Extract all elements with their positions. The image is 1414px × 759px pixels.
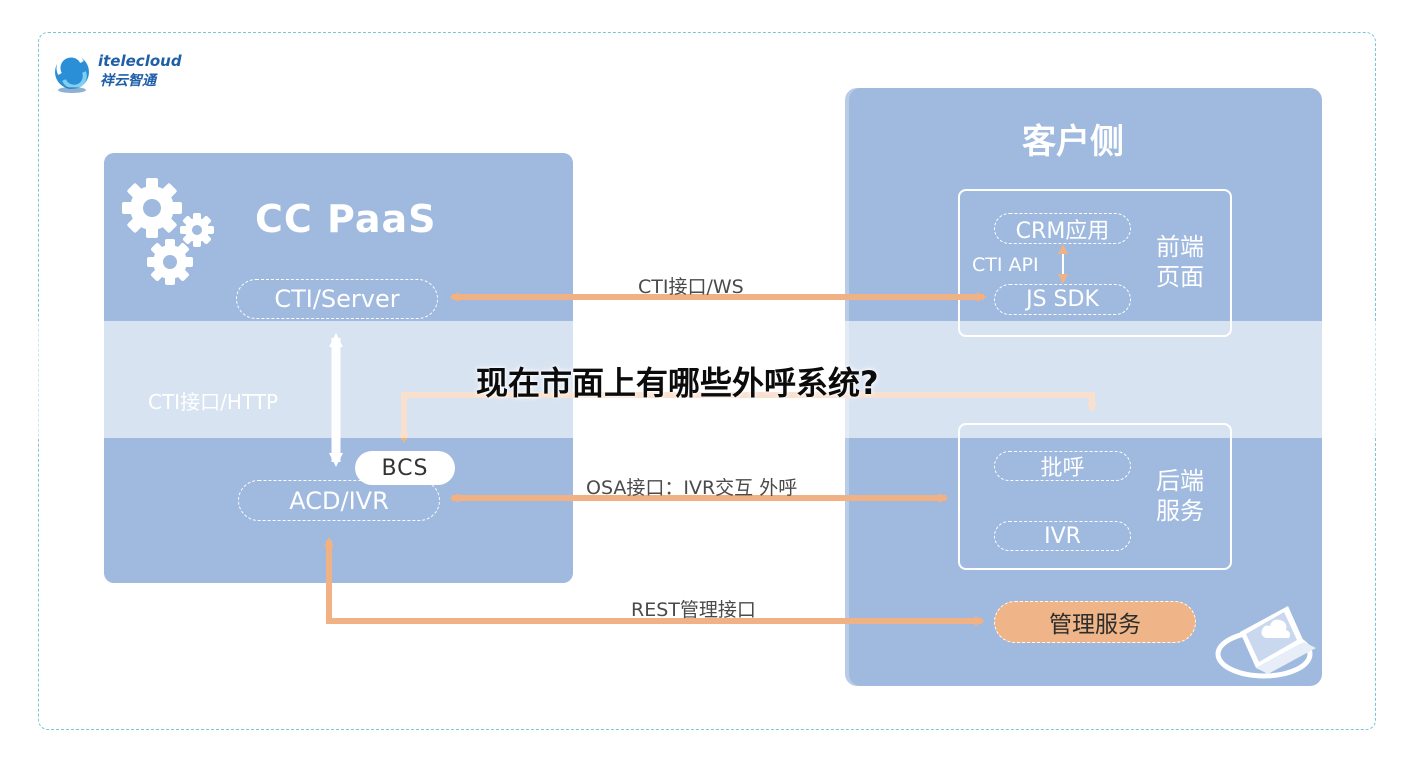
- batch-call-node: 批呼: [994, 451, 1131, 481]
- ivr-node: IVR: [994, 521, 1131, 551]
- rest-label: REST管理接口: [631, 599, 756, 621]
- backend-label: 后端 服务: [1156, 467, 1204, 525]
- osa-label: OSA接口：IVR交互 外呼: [586, 477, 798, 499]
- frontend-label: 前端 页面: [1156, 233, 1204, 291]
- cti-server-node: CTI/Server: [236, 279, 438, 319]
- cti-api-label: CTI API: [972, 254, 1039, 276]
- brand-logo-icon: [55, 53, 89, 93]
- cti-http-label: CTI接口/HTTP: [148, 390, 278, 414]
- bcs-node: BCS: [355, 451, 455, 485]
- gear-icon: [122, 178, 182, 238]
- js-sdk-node: JS SDK: [994, 284, 1131, 315]
- brand-logo: itelecloud 祥云智通: [52, 52, 192, 96]
- cc-paas-title: CC PaaS: [255, 197, 437, 241]
- management-service-node: 管理服务: [994, 601, 1196, 643]
- headline-title: 现在市面上有哪些外呼系统?: [476, 364, 879, 402]
- gear-icon: [180, 213, 214, 247]
- brand-name-en: itelecloud: [98, 52, 182, 70]
- crm-app-node: CRM应用: [994, 213, 1131, 244]
- brand-name-cn: 祥云智通: [100, 73, 156, 89]
- laptop-cloud-icon: [1215, 606, 1316, 679]
- acd-ivr-node: ACD/IVR: [238, 480, 440, 521]
- cti-ws-label: CTI接口/WS: [638, 276, 744, 298]
- client-side-title: 客户侧: [1022, 122, 1124, 162]
- gear-icon: [147, 239, 193, 285]
- rest-arrow: [324, 537, 985, 626]
- headline-band: [0, 321, 1414, 438]
